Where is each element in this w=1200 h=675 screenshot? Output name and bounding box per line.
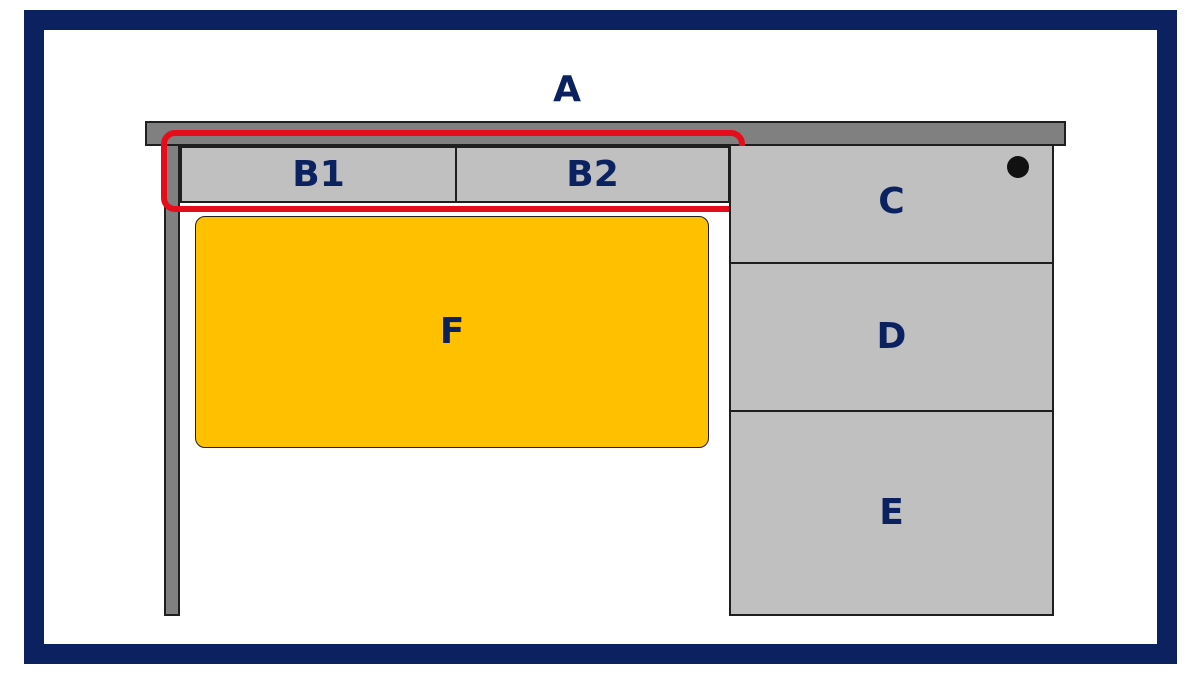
label-d: D	[876, 316, 907, 357]
label-b1: B1	[292, 153, 345, 195]
desk-left-leg	[164, 146, 180, 616]
label-e: E	[879, 492, 904, 533]
panel-f: F	[195, 216, 709, 448]
highlight-b-drawers	[161, 130, 745, 212]
label-f: F	[439, 311, 465, 352]
drawer-e: E	[729, 410, 1054, 616]
label-b2: B2	[566, 153, 619, 195]
label-a: A	[553, 69, 581, 110]
label-c: C	[878, 181, 905, 222]
drawer-b2: B2	[455, 146, 730, 203]
keyhole-dot-icon	[1007, 156, 1029, 178]
drawer-d: D	[729, 262, 1054, 412]
drawer-c: C	[729, 146, 1054, 264]
